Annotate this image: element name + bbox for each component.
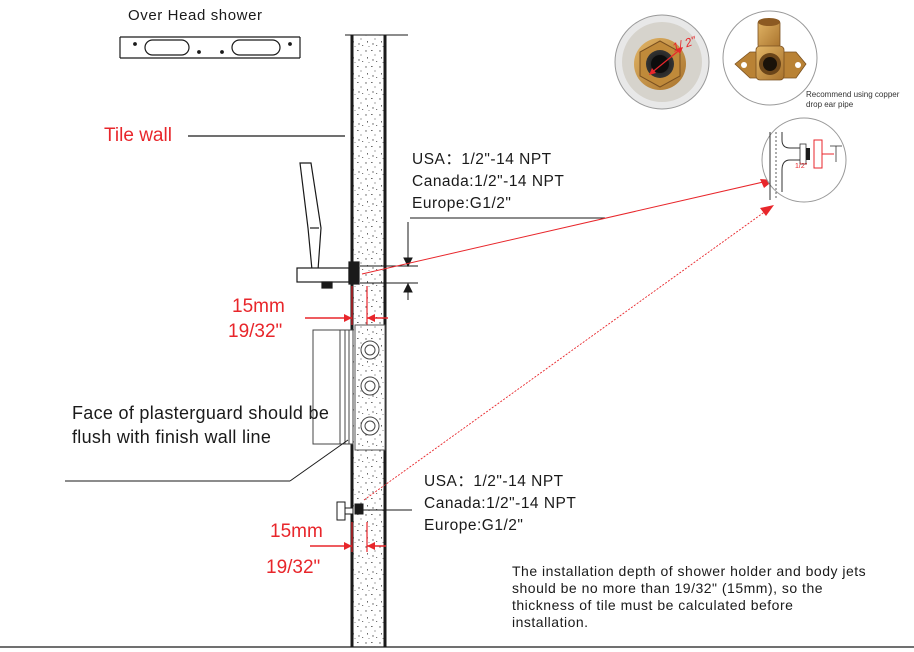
top-spec-europe: Europe:G1/2" — [412, 195, 512, 212]
bottom-spec-canada: Canada:1/2"-14 NPT — [424, 495, 577, 512]
drop-ear-elbow-photo — [722, 10, 818, 106]
installation-depth-note: The installation depth of shower holder … — [512, 563, 867, 630]
overhead-shower-title: Over Head shower — [128, 7, 263, 24]
tile-wall-label: Tile wall — [104, 125, 172, 146]
plasterguard-note: Face of plasterguard should be flush wit… — [72, 403, 330, 447]
fitting-detail-circle — [761, 117, 847, 203]
plasterguard-leader — [65, 439, 349, 482]
detail-callout-lines — [361, 179, 774, 501]
top-spec-canada: Canada:1/2"-14 NPT — [412, 173, 565, 190]
bottom-spec-usa: USA：1/2"-14 NPT — [424, 473, 564, 490]
top-fitting-height-marker — [360, 217, 605, 300]
bottom-dim-mm: 15mm — [270, 521, 323, 542]
copper-pipe-recommendation: Recommend using copper drop ear pipe — [806, 90, 900, 109]
overhead-shower-icon — [119, 36, 301, 59]
hand-shower-holder — [296, 162, 360, 289]
top-dim-inch: 19/32" — [228, 321, 283, 342]
top-dim-mm: 15mm — [232, 296, 285, 317]
top-depth-dimension — [305, 286, 388, 325]
thread-fitting-photo — [614, 14, 710, 110]
bottom-spec-europe: Europe:G1/2" — [424, 517, 524, 534]
top-spec-usa: USA：1/2"-14 NPT — [412, 151, 552, 168]
plasterguard-valve-body — [312, 324, 386, 451]
detail-thread-label: 1/2" — [795, 163, 808, 170]
bottom-depth-dimension — [310, 522, 386, 552]
body-jet-fitting — [336, 501, 412, 521]
bottom-dim-inch: 19/32" — [266, 557, 321, 578]
